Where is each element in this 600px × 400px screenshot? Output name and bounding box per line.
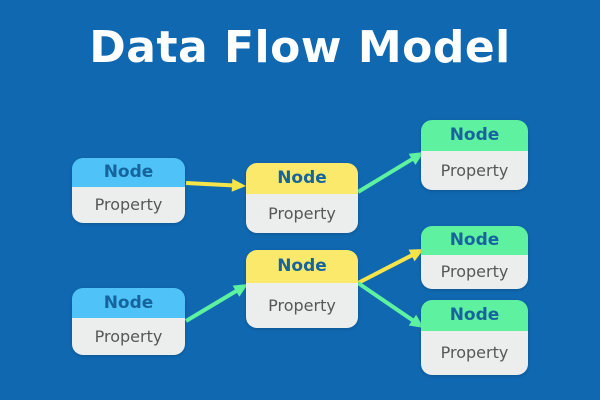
node-green-top-header: Node	[421, 120, 528, 151]
node-green-bottom-header: Node	[421, 300, 528, 331]
node-blue-top-header: Node	[72, 158, 185, 187]
node-yellow-top-header: Node	[246, 163, 358, 194]
edge-blue-bottom-to-yellow-bottom-shaft	[184, 287, 240, 323]
edge-blue-top-to-yellow-top-shaft	[185, 181, 236, 188]
node-blue-bottom-body: Property	[72, 318, 185, 355]
node-blue-top-body: Property	[72, 187, 185, 223]
edge-yellow-bottom-to-green-middle	[357, 249, 424, 285]
node-green-bottom-body: Property	[421, 331, 528, 375]
node-green-middle-header: Node	[421, 226, 528, 255]
node-green-middle-body: Property	[421, 255, 528, 289]
edge-yellow-bottom-to-green-bottom	[356, 281, 424, 328]
edge-yellow-bottom-to-green-middle-arrowhead	[408, 249, 424, 262]
edge-yellow-bottom-to-green-bottom-arrowhead	[408, 314, 424, 328]
edge-yellow-bottom-to-green-bottom-shaft	[356, 281, 417, 324]
edge-yellow-bottom-to-green-middle-shaft	[357, 252, 416, 285]
edge-yellow-top-to-green-top-shaft	[356, 155, 416, 194]
edge-blue-top-to-yellow-top-arrowhead	[231, 178, 246, 192]
node-yellow-bottom-body: Property	[246, 283, 358, 328]
node-yellow-bottom-header: Node	[246, 250, 358, 283]
node-yellow-top-body: Property	[246, 194, 358, 233]
edge-yellow-top-to-green-top	[356, 152, 424, 194]
node-blue-bottom-header: Node	[72, 288, 185, 318]
node-green-top-body: Property	[421, 151, 528, 190]
edge-blue-top-to-yellow-top	[185, 178, 246, 192]
edge-blue-bottom-to-yellow-bottom-arrowhead	[232, 284, 248, 297]
edge-yellow-top-to-green-top-arrowhead	[408, 152, 424, 165]
page-title: Data Flow Model	[89, 22, 511, 73]
edge-blue-bottom-to-yellow-bottom	[184, 284, 248, 323]
